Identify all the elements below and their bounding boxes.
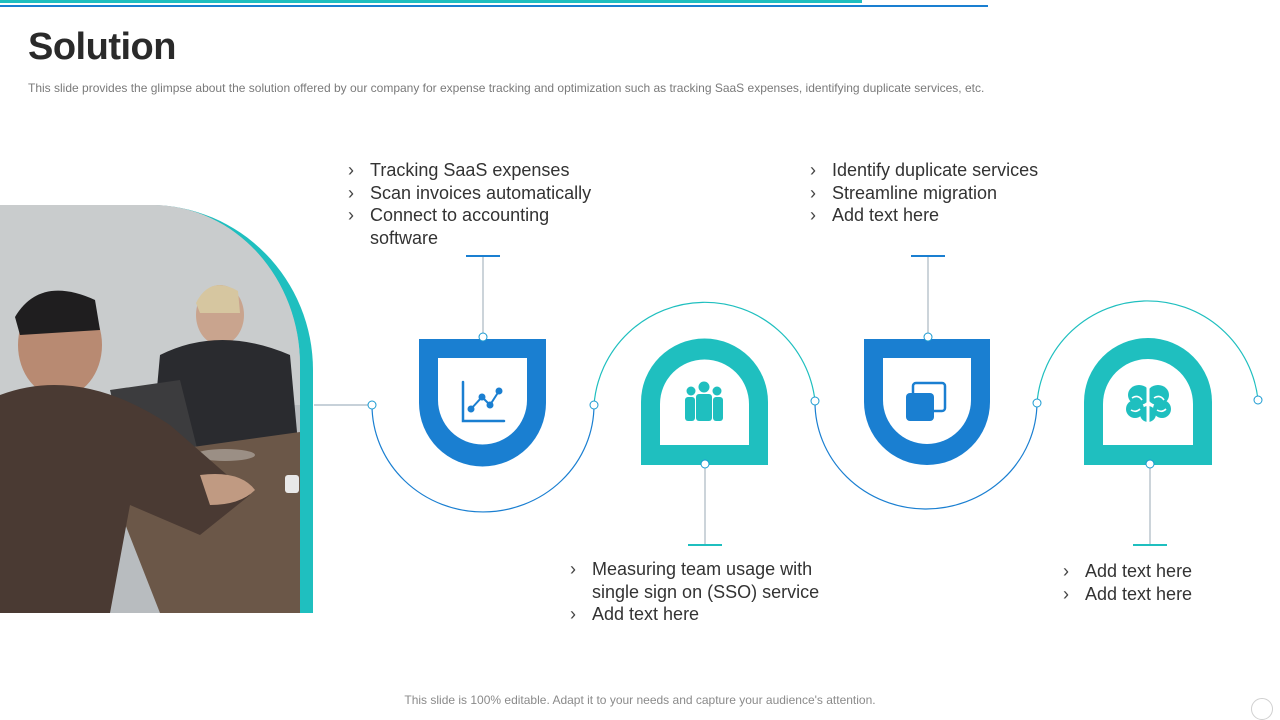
badge-node (700, 459, 710, 469)
step-2-text: Measuring team usage with single sign on… (570, 558, 860, 626)
bullet-item: Add text here (1063, 583, 1263, 606)
page-title: Solution (28, 26, 176, 68)
badge-node (478, 332, 488, 342)
bullet-item: Connect to accounting software (348, 204, 618, 249)
bullet-item: Identify duplicate services (810, 159, 1090, 182)
wave-node (367, 400, 377, 410)
brain-icon (1126, 383, 1171, 423)
top-accent-bar-teal (0, 0, 862, 3)
bullet-item: Add text here (570, 603, 860, 626)
team-icon (685, 381, 723, 421)
wave-arc-2 (593, 301, 816, 406)
bullet-item: Tracking SaaS expenses (348, 159, 618, 182)
bullet-item: Add text here (1063, 560, 1263, 583)
bullet-item: Add text here (810, 204, 1090, 227)
badge-node (1145, 459, 1155, 469)
badge-node (923, 332, 933, 342)
wave-node (810, 396, 820, 406)
bullet-item: Scan invoices automatically (348, 182, 618, 205)
top-accent-bar-blue (0, 5, 988, 7)
wave-arc-1 (371, 404, 595, 513)
footer-note: This slide is 100% editable. Adapt it to… (404, 693, 876, 707)
wave-node (589, 400, 599, 410)
wave-arc-4 (1036, 300, 1259, 404)
bullet-item: Measuring team usage with single sign on… (570, 558, 860, 603)
page-subtitle: This slide provides the glimpse about th… (28, 81, 985, 95)
meeting-photo (0, 205, 314, 613)
wave-node (1253, 395, 1263, 405)
bullet-item: Streamline migration (810, 182, 1090, 205)
line-chart-icon (461, 380, 506, 423)
corner-circle-icon (1251, 698, 1273, 720)
step-3-text: Identify duplicate services Streamline m… (810, 159, 1090, 227)
duplicate-icon (906, 381, 947, 421)
step-4-text: Add text here Add text here (1063, 560, 1263, 605)
wave-node (1032, 398, 1042, 408)
step-1-text: Tracking SaaS expenses Scan invoices aut… (348, 159, 618, 249)
wave-arc-3 (814, 400, 1038, 510)
step-1-badge (419, 339, 546, 467)
